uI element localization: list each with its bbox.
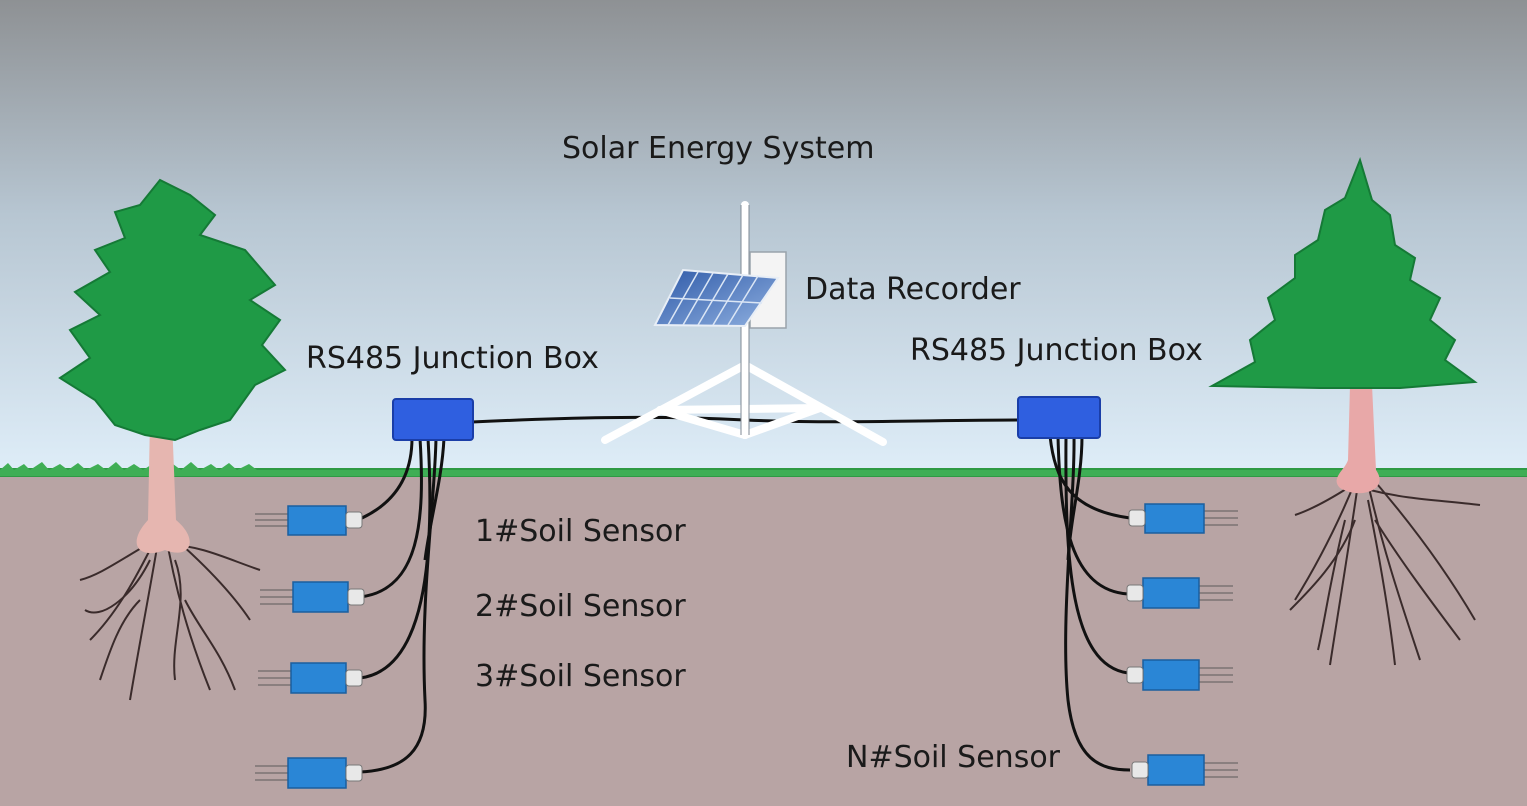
solar-panel (653, 268, 780, 328)
left-junction-box-label: RS485 Junction Box (306, 341, 599, 376)
left-sensor-cables (359, 437, 446, 774)
left-junction-box (392, 398, 474, 441)
left-sensor-3 (258, 662, 363, 694)
right-sensor-cables (1048, 435, 1131, 772)
right-sensor-1 (1128, 503, 1238, 534)
left-tree-foliage (58, 178, 287, 442)
soil-sensor-n-label: N#Soil Sensor (846, 740, 1061, 775)
right-sensor-3 (1126, 659, 1233, 691)
right-tree-trunk (1336, 385, 1380, 494)
left-sensor-1 (255, 505, 363, 536)
soil-sensor-3-label: 3#Soil Sensor (475, 659, 686, 694)
left-sensor-2 (260, 581, 365, 613)
solar-energy-system-label: Solar Energy System (562, 131, 875, 166)
grass-strip (0, 462, 1527, 477)
right-junction-box (1017, 396, 1101, 439)
left-sensor-4 (255, 757, 363, 789)
soil-sensor-1-label: 1#Soil Sensor (475, 514, 686, 549)
right-tree-foliage (1208, 156, 1478, 389)
sky (0, 0, 1527, 478)
left-tree (58, 178, 287, 701)
right-tree (1208, 156, 1481, 666)
soil-sensor-2-label: 2#Soil Sensor (475, 589, 686, 624)
left-tree-trunk (136, 420, 190, 554)
right-sensor-4 (1131, 754, 1238, 786)
right-sensor-2 (1126, 577, 1233, 609)
soil (0, 476, 1527, 806)
solar-station (601, 201, 887, 446)
right-junction-box-label: RS485 Junction Box (910, 333, 1203, 368)
data-recorder-label: Data Recorder (805, 272, 1021, 307)
